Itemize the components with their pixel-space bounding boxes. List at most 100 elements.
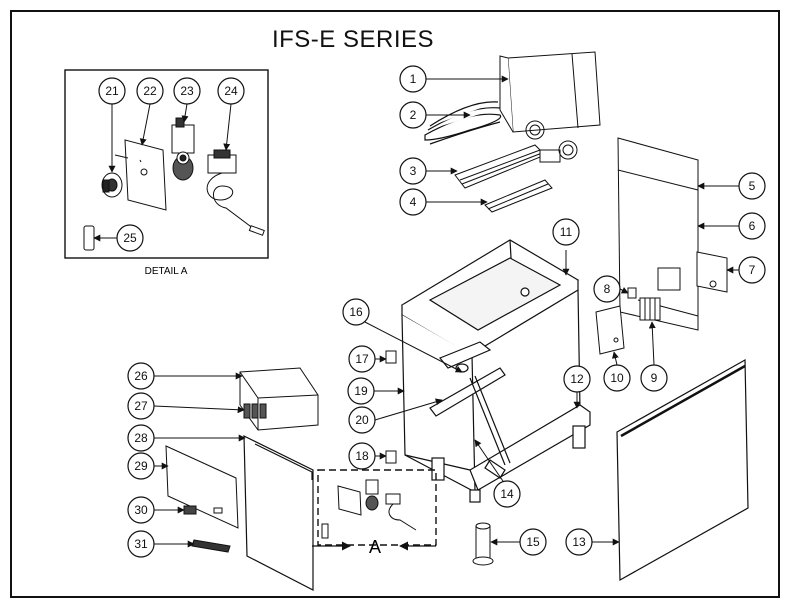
callout-circle — [399, 188, 427, 216]
callout-circle — [640, 364, 668, 392]
callout-26: 26 — [127, 362, 155, 390]
callout-number: 9 — [651, 371, 658, 385]
callout-5: 5 — [738, 172, 766, 200]
part-13-side-panel — [616, 358, 749, 582]
callout-circle — [136, 77, 164, 105]
part-22-mounting-plate — [114, 139, 167, 211]
callout-31: 31 — [127, 530, 155, 558]
callout-number: 4 — [410, 195, 417, 209]
part-9-contactor — [639, 297, 661, 321]
callout-11: 11 — [552, 218, 580, 246]
callout-number: 16 — [349, 305, 363, 319]
callout-circle — [738, 172, 766, 200]
callout-circle — [173, 77, 201, 105]
part-1-top-cover — [499, 51, 601, 133]
part-10-control-box — [595, 305, 625, 355]
callout-21: 21 — [98, 77, 126, 105]
callout-number: 31 — [134, 537, 148, 551]
callout-number: 5 — [749, 179, 756, 193]
callout-number: 6 — [749, 219, 756, 233]
callout-circle — [348, 406, 376, 434]
callout-number: 14 — [500, 487, 514, 501]
callout-circle — [127, 530, 155, 558]
callout-circle — [593, 275, 621, 303]
part-21-knob — [101, 172, 123, 198]
callout-circle — [127, 424, 155, 452]
callout-number: 10 — [610, 371, 624, 385]
callout-number: 3 — [410, 164, 417, 178]
callout-circle — [116, 224, 144, 252]
callout-number: 22 — [143, 84, 157, 98]
detail-a-marker: A — [369, 537, 381, 557]
part-24-hi-limit — [206, 149, 265, 236]
callout-number: 19 — [354, 384, 368, 398]
callout-number: 25 — [123, 231, 137, 245]
callout-9: 9 — [640, 364, 668, 392]
part-29-front-panel — [165, 445, 239, 529]
part-7-cover-plate — [696, 251, 728, 293]
callout-30: 30 — [127, 496, 155, 524]
callout-number: 27 — [134, 399, 148, 413]
part-15-leg — [472, 522, 494, 566]
callout-27: 27 — [127, 392, 155, 420]
callout-circle — [519, 528, 547, 556]
callout-22: 22 — [136, 77, 164, 105]
callout-number: 18 — [355, 449, 369, 463]
callout-18: 18 — [348, 442, 376, 470]
callout-circle — [399, 157, 427, 185]
detail-a-box — [64, 69, 269, 259]
callout-circle — [217, 77, 245, 105]
callout-circle — [552, 218, 580, 246]
callout-10: 10 — [603, 364, 631, 392]
callout-4: 4 — [399, 188, 427, 216]
callout-circle — [738, 212, 766, 240]
callout-13: 13 — [565, 528, 593, 556]
callout-number: 13 — [572, 535, 586, 549]
callout-number: 30 — [134, 503, 148, 517]
callout-24: 24 — [217, 77, 245, 105]
callout-25: 25 — [116, 224, 144, 252]
callout-number: 8 — [604, 282, 611, 296]
callout-number: 20 — [355, 413, 369, 427]
callout-1: 1 — [399, 65, 427, 93]
callout-circle — [738, 256, 766, 284]
callout-number: 12 — [570, 372, 584, 386]
callout-19: 19 — [347, 377, 375, 405]
callout-12: 12 — [563, 365, 591, 393]
callout-6: 6 — [738, 212, 766, 240]
part-23-thermostat — [171, 117, 195, 181]
part-28-door — [243, 435, 314, 591]
callout-23: 23 — [173, 77, 201, 105]
callout-number: 1 — [410, 72, 417, 86]
callout-number: 21 — [105, 84, 119, 98]
detail-a-callout-box — [317, 469, 437, 546]
part-4-element — [484, 179, 553, 213]
callout-14: 14 — [493, 480, 521, 508]
callout-28: 28 — [127, 424, 155, 452]
diagram-title: IFS-E SERIES — [271, 26, 435, 53]
callout-number: 29 — [134, 459, 148, 473]
callout-number: 24 — [224, 84, 238, 98]
callout-circle — [563, 365, 591, 393]
callout-number: 17 — [355, 352, 369, 366]
callout-16: 16 — [342, 298, 370, 326]
callout-number: 15 — [526, 535, 540, 549]
drawing-frame — [10, 10, 780, 598]
callout-circle — [127, 496, 155, 524]
callout-number: 11 — [560, 225, 573, 239]
part-3-element-assembly — [454, 120, 578, 189]
callout-circle — [347, 377, 375, 405]
callout-circle — [348, 345, 376, 373]
callout-circle — [493, 480, 521, 508]
callout-17: 17 — [348, 345, 376, 373]
callout-number: 2 — [410, 108, 417, 122]
callout-circle — [348, 442, 376, 470]
part-27-terminal-block — [243, 403, 267, 419]
callout-circle — [565, 528, 593, 556]
detail-a-label: DETAIL A — [145, 266, 188, 277]
leader-lines — [93, 75, 739, 548]
callout-8: 8 — [593, 275, 621, 303]
callout-circle — [603, 364, 631, 392]
